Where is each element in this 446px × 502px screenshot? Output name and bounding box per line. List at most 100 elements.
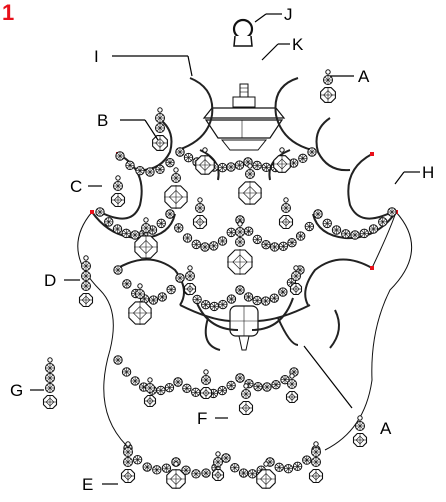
bead (217, 236, 228, 246)
octagon-crystal (152, 135, 168, 151)
octagon-crystal (320, 87, 336, 103)
label-g: G (10, 381, 23, 400)
hook-ring (263, 461, 269, 467)
bead (213, 457, 223, 467)
bead (278, 241, 289, 251)
octagon-crystal (278, 214, 294, 230)
octagon-crystal (143, 394, 157, 408)
bead (95, 207, 105, 217)
bead (148, 295, 159, 305)
hook-ring (283, 197, 289, 203)
bead (123, 457, 133, 467)
hook-ring (137, 283, 143, 289)
bead (368, 224, 379, 234)
bead (331, 225, 342, 235)
octagon-crystal (352, 432, 368, 448)
octagon-crystal (256, 469, 276, 489)
bead (226, 294, 237, 304)
bead (311, 457, 321, 467)
bead (185, 271, 195, 281)
hook-ring (173, 461, 179, 467)
hook-ring (143, 217, 149, 223)
bead (241, 389, 251, 399)
bead (121, 367, 132, 377)
bead (238, 468, 249, 478)
hook-ring (247, 163, 253, 169)
octagon-crystal (273, 155, 291, 173)
hook-ring (197, 197, 203, 203)
bead (45, 383, 55, 393)
bead (192, 294, 202, 305)
bead (274, 462, 284, 472)
hook-ring (115, 175, 121, 181)
hook-ring (125, 441, 131, 447)
bead (271, 379, 281, 390)
octagon-crystal (164, 185, 188, 209)
octagon-crystal (42, 394, 58, 410)
part-labels: I J K A B C H D G F A E (10, 5, 434, 494)
bead (226, 162, 236, 172)
bead (104, 217, 114, 227)
hook-ring (313, 441, 319, 447)
bead (291, 271, 301, 281)
bead (247, 469, 258, 479)
bead (355, 421, 365, 431)
bead (45, 363, 55, 373)
octagon-crystal (289, 282, 303, 296)
hook-ring (83, 255, 89, 261)
label-b: B (97, 111, 108, 130)
bead (135, 165, 145, 176)
bead (122, 279, 132, 289)
octagon-crystal (110, 192, 126, 208)
octagon-crystal (308, 468, 324, 484)
bead (311, 447, 321, 457)
bead (155, 113, 165, 123)
bead (307, 147, 317, 157)
bead (130, 230, 140, 240)
label-k: K (292, 35, 304, 54)
bead (261, 162, 271, 173)
bead (261, 296, 271, 306)
label-j: J (284, 5, 293, 24)
octagon-crystal (128, 301, 152, 325)
bead (281, 203, 291, 213)
label-a-bottom: A (380, 419, 392, 438)
bead (156, 385, 166, 396)
bead (195, 203, 205, 213)
bead (152, 465, 162, 475)
bead (341, 229, 351, 239)
octagon-crystal (195, 155, 215, 175)
bead (130, 376, 140, 386)
bead (252, 160, 262, 171)
label-a-top: A (358, 67, 370, 86)
bead (113, 181, 123, 191)
bead (135, 289, 145, 299)
bead (155, 123, 165, 133)
hook-ring (215, 451, 221, 457)
hook-ring (187, 265, 193, 271)
label-h: H (422, 163, 434, 182)
bead (171, 173, 181, 183)
octagon-crystal (192, 214, 208, 230)
hook-ring (289, 373, 295, 379)
bead (322, 218, 332, 229)
octagon-crystal (166, 469, 186, 489)
bead (81, 261, 91, 271)
bead (387, 207, 397, 217)
octagon-crystal (199, 386, 213, 400)
hook-ring (47, 357, 53, 363)
bead (323, 75, 333, 85)
bead (243, 226, 254, 236)
bead (123, 447, 133, 457)
bead (261, 239, 271, 250)
bead (182, 233, 193, 243)
bead (253, 381, 263, 392)
hook-ring (147, 377, 153, 383)
chandelier-body (202, 107, 286, 151)
bead (304, 221, 315, 232)
bead (235, 373, 245, 383)
bead (262, 382, 272, 392)
bead (183, 152, 194, 163)
bead (280, 374, 290, 385)
bead (201, 299, 211, 310)
